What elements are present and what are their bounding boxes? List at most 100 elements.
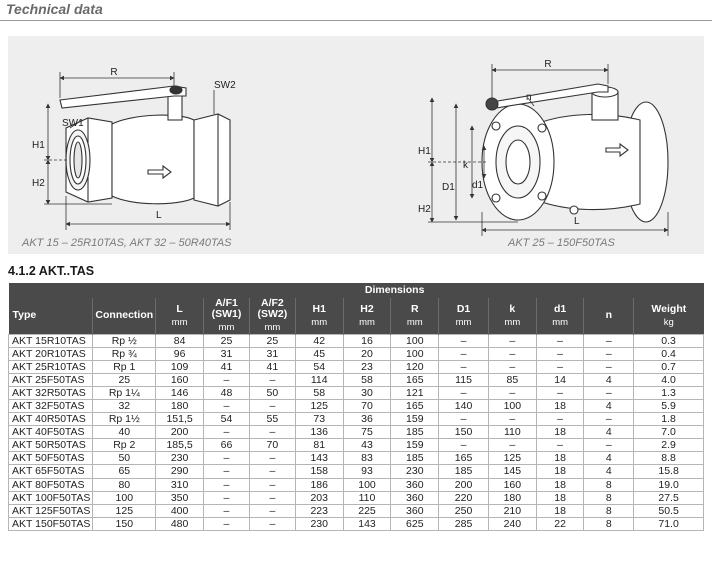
table-cell: – [583,359,635,374]
table-cell: 25 [203,333,250,348]
table-cell: – [248,372,296,387]
table-cell: 625 [390,516,440,531]
table-cell: 4 [583,464,635,479]
table-cell: – [438,385,489,400]
table-cell: 110 [342,490,392,505]
table-cell: – [203,490,250,505]
table-cell: 180 [155,398,205,414]
table-cell: – [248,490,296,505]
table-cell: 114 [294,372,344,387]
column-header-label: D1 [456,302,471,315]
table-cell: 8 [583,490,635,505]
table-cell: 45 [294,346,344,361]
table-cell: – [535,385,585,400]
table-cell: 32 [92,398,157,414]
type-cell: AKT 20R10TAS [7,346,94,361]
table-cell: 223 [294,503,344,518]
table-cell: 16 [342,333,392,348]
table-cell: 159 [390,438,440,453]
dimensions-group-header: Dimensions [155,283,634,298]
table-cell: 230 [294,516,344,531]
table-cell: 19.0 [633,477,704,492]
table-cell: 75 [342,425,392,440]
table-cell: – [248,516,296,531]
table-cell: 146 [155,385,205,400]
table-cell: 150 [92,516,157,531]
table-cell: 15.8 [633,464,704,479]
column-header-label: d1 [553,302,567,315]
table-cell: 54 [294,359,344,374]
table-cell: Rp 1 [92,359,157,374]
dim-label-r-right: R [544,59,551,70]
table-cell: – [487,385,537,400]
column-header-label: Connection [95,309,154,322]
lever-handle [59,85,187,109]
table-cell: 230 [155,451,205,466]
table-cell: 85 [487,372,537,387]
table-cell: 4 [583,425,635,440]
table-cell: – [583,412,635,427]
table-cell: 285 [438,516,489,531]
table-cell: 18 [535,477,585,492]
column-header: A/F1 (SW1)mm [203,298,250,334]
table-cell: – [438,359,489,374]
table-cell: 125 [294,398,344,414]
table-cell: 70 [342,398,392,414]
threaded-valve-drawing [59,85,231,207]
table-cell: 25 [92,372,157,387]
table-cell: Rp 1¼ [92,385,157,400]
column-header-label: n [605,309,613,322]
table-cell: – [583,346,635,361]
table-cell: 143 [294,451,344,466]
table-cell: 18 [535,490,585,505]
table-cell: 160 [487,477,537,492]
table-cell: 41 [203,359,250,374]
top-divider [0,20,712,21]
table-cell: 230 [390,464,440,479]
table-cell: 18 [535,451,585,466]
dim-label-l-left: L [156,210,162,221]
table-cell: 125 [92,503,157,518]
table-cell: 150 [438,425,489,440]
table-cell: 400 [155,503,205,518]
table-cell: – [203,372,250,387]
table-cell: 18 [535,425,585,440]
table-cell: – [248,425,296,440]
table-cell: 5.9 [633,398,704,414]
table-cell: 96 [155,346,205,361]
table-cell: – [248,477,296,492]
figure-caption-threaded: AKT 15 – 25R10TAS, AKT 32 – 50R40TAS [22,237,232,249]
table-cell: 125 [487,451,537,466]
table-cell: 200 [438,477,489,492]
table-cell: 220 [438,490,489,505]
table-cell: 185 [390,425,440,440]
table-cell: 50 [92,451,157,466]
table-cell: 7.0 [633,425,704,440]
flanged-valve-body [535,113,641,211]
column-header-label: A/F2 (SW2) [257,297,288,321]
type-cell: AKT 40R50TAS [7,412,94,427]
dim-label-d1-small: d1 [472,180,484,191]
dim-label-h2-left: H2 [32,178,45,189]
table-cell: 23 [342,359,392,374]
table-cell: – [535,412,585,427]
flow-arrow [147,164,172,180]
table-cell: 27.5 [633,490,704,505]
table-cell: Rp ¾ [92,346,157,361]
column-header-label: Weight [651,302,687,315]
table-cell: 0.7 [633,359,704,374]
table-cell: 165 [390,372,440,387]
table-cell: – [438,438,489,453]
table-cell: 100 [487,398,537,414]
table-cell: – [248,398,296,414]
